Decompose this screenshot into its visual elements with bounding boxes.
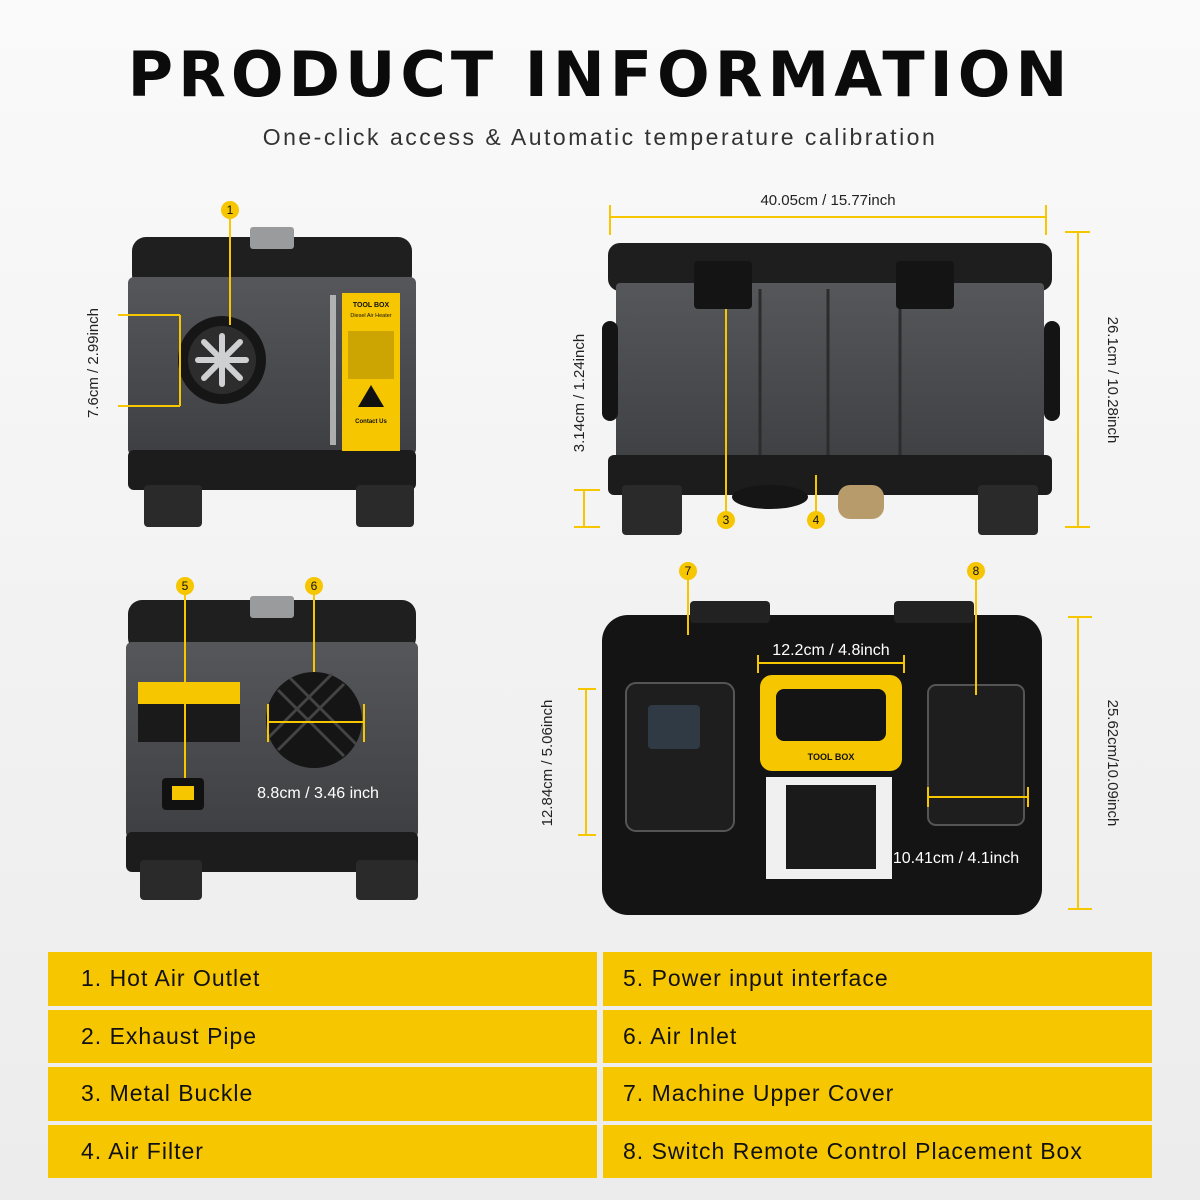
handle-dim-label: 12.2cm / 4.8inch xyxy=(772,642,889,659)
inlet-dimension xyxy=(267,704,365,742)
metal-buckle-left xyxy=(694,261,752,309)
legend-item: 7. Machine Upper Cover xyxy=(603,1067,1152,1121)
base xyxy=(128,450,416,490)
spec-label xyxy=(342,293,400,451)
width-dim-label: 40.05cm / 15.77inch xyxy=(760,192,895,209)
front-view: 40.05cm / 15.77inch 26.1cm / 10.28inch 3… xyxy=(571,192,1121,535)
page-subtitle: One-click access & Automatic temperature… xyxy=(262,124,938,150)
legend-item: 1. Hot Air Outlet xyxy=(48,952,597,1006)
foot-right xyxy=(978,485,1038,535)
handle-dimension xyxy=(757,655,905,673)
svg-text:6: 6 xyxy=(311,579,318,593)
svg-text:7: 7 xyxy=(685,564,692,578)
exhaust-pipe xyxy=(732,485,808,509)
callout-badge-4 xyxy=(807,511,825,529)
lid xyxy=(128,600,416,652)
callout-badge-6 xyxy=(305,577,323,595)
remote-placement-box xyxy=(927,684,1025,826)
box-dim-label: 10.41cm / 4.1inch xyxy=(893,850,1019,867)
fan-blades xyxy=(195,333,249,387)
warning-icon xyxy=(358,385,384,407)
handle-label: TOOL BOX xyxy=(808,752,855,762)
panel-dimension xyxy=(578,688,596,836)
display-screen xyxy=(648,705,700,749)
height-dim-label: 7.6cm / 2.99inch xyxy=(85,308,102,418)
legend-item: 5. Power input interface xyxy=(603,952,1152,1006)
metal-buckle-right xyxy=(896,261,954,309)
callout-badge-3 xyxy=(717,511,735,529)
inlet-dim-label: 8.8cm / 3.46 inch xyxy=(257,785,379,802)
side-outlet-view: TOOL BOX Diesel Air Heater Contact Us 7.… xyxy=(85,201,416,527)
legend-item: 3. Metal Buckle xyxy=(48,1067,597,1121)
svg-text:4: 4 xyxy=(813,513,820,527)
air-filter xyxy=(838,485,884,519)
legend-item: 2. Exhaust Pipe xyxy=(48,1009,597,1063)
air-inlet xyxy=(266,672,362,768)
top-view: TOOL BOX 12.2cm / 4.8inch 10.41cm / 4.1i… xyxy=(539,562,1121,915)
spec-label-contact: Contact Us xyxy=(355,419,387,425)
svg-text:3: 3 xyxy=(723,513,730,527)
foot-left xyxy=(144,485,202,527)
legend-item: 6. Air Inlet xyxy=(603,1009,1152,1063)
width-dimension xyxy=(609,205,1047,235)
height-dim-label: 26.1cm / 10.28inch xyxy=(1104,317,1121,444)
latch xyxy=(250,596,294,618)
page-title: PRODUCT INFORMATION xyxy=(127,38,1073,111)
legend-item: 8. Switch Remote Control Placement Box xyxy=(603,1124,1152,1178)
callout-badge-7 xyxy=(679,562,697,580)
foot-dimension xyxy=(574,489,600,528)
legend-item: 4. Air Filter xyxy=(48,1124,597,1178)
foot-dim-label: 3.14cm / 1.24inch xyxy=(571,334,588,452)
callout-badge-8 xyxy=(967,562,985,580)
callout-badge-5 xyxy=(176,577,194,595)
foot-left xyxy=(622,485,682,535)
housing xyxy=(616,283,1044,473)
parts-legend: 1. Hot Air Outlet 5. Power input interfa… xyxy=(48,952,1152,1178)
callout-badge-1 xyxy=(221,201,239,219)
latch xyxy=(250,227,294,249)
spec-label-sub: Diesel Air Heater xyxy=(350,313,391,319)
depth-dim-label: 25.62cm/10.09inch xyxy=(1104,700,1121,827)
depth-dimension xyxy=(1068,616,1092,910)
box-dimension xyxy=(927,787,1029,807)
base xyxy=(608,455,1052,495)
foot-right xyxy=(356,860,418,900)
spec-label-title: TOOL BOX xyxy=(353,302,390,309)
front-panels xyxy=(758,289,902,467)
svg-text:1: 1 xyxy=(227,203,234,217)
height-dimension xyxy=(1065,231,1090,528)
height-dimension xyxy=(118,314,181,407)
svg-text:5: 5 xyxy=(182,579,189,593)
svg-text:8: 8 xyxy=(973,564,980,578)
side-inlet-view: 8.8cm / 3.46 inch 5 6 xyxy=(126,577,418,900)
foot-right xyxy=(356,485,414,527)
panel-dim-label: 12.84cm / 5.06inch xyxy=(539,700,556,827)
lid xyxy=(132,237,412,289)
foot-left xyxy=(140,860,202,900)
